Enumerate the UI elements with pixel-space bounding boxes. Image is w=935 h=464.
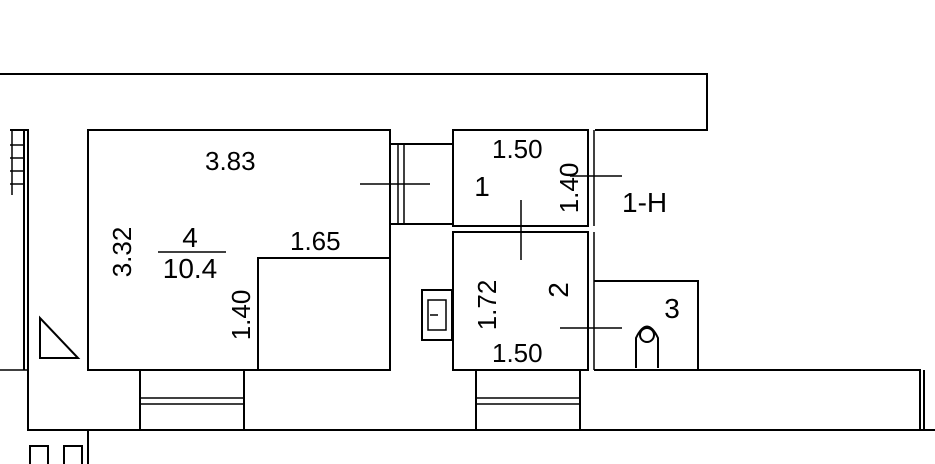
top-corridor-wall	[0, 73, 708, 131]
toilet-icon	[635, 325, 659, 368]
steps-left	[139, 370, 245, 430]
room-4-inner-height-label: 1.40	[226, 290, 256, 341]
room-4	[87, 129, 391, 371]
room-3-number: 3	[664, 293, 680, 324]
left-structure	[0, 129, 29, 371]
room-4-width-label: 3.83	[205, 146, 256, 176]
sink-icon	[421, 289, 453, 341]
room-4-inner-width-label: 1.65	[290, 226, 341, 256]
room-3	[594, 280, 699, 371]
room-4-area: 10.4	[163, 253, 218, 284]
room-1-height-label: 1.40	[554, 163, 584, 214]
stair-triangle-icon	[39, 315, 81, 359]
room-2-number: 2	[543, 282, 574, 298]
steps-right	[475, 370, 581, 430]
room-1-number: 1	[474, 171, 490, 202]
room-1-width-label: 1.50	[492, 134, 543, 164]
room-2-height-label: 1.72	[472, 280, 502, 331]
room-4-height-label: 3.32	[107, 227, 137, 278]
door-frames	[29, 445, 83, 464]
room-2-width-label: 1.50	[492, 338, 543, 368]
bottom-corridor-wall	[27, 369, 935, 464]
room-1	[452, 129, 622, 227]
room-4-number: 4	[182, 222, 198, 253]
window-opening	[360, 143, 453, 225]
room-1-marker: 1-H	[622, 187, 667, 218]
